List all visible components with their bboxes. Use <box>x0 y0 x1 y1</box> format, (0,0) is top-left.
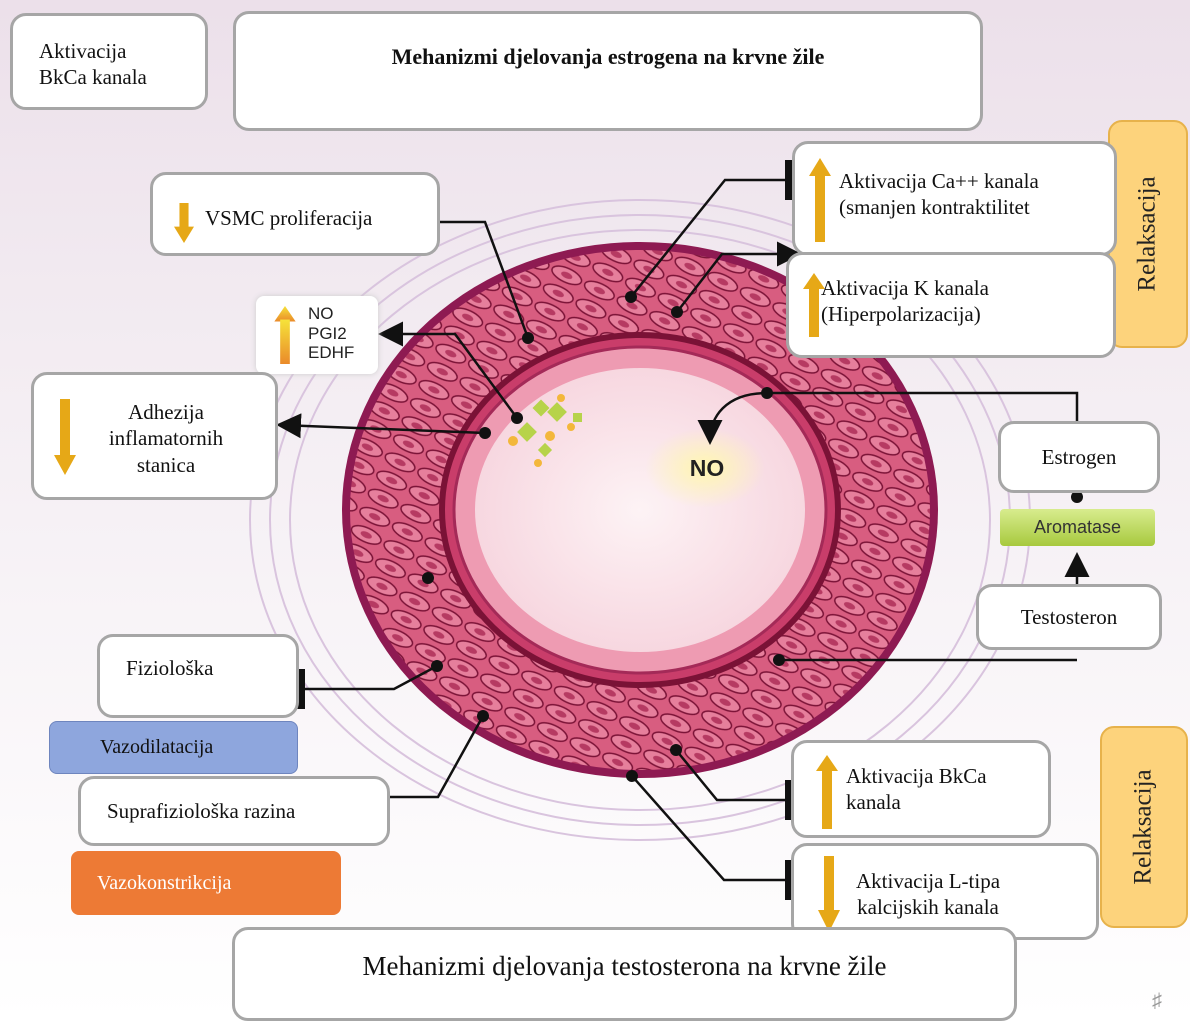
k-channels-line1: Aktivacija K kanala <box>821 276 989 300</box>
supraphysiological-box: Suprafiziološka razina <box>78 776 390 846</box>
vsmc-box: VSMC proliferacija <box>150 172 440 256</box>
up-arrow-icon <box>803 273 825 337</box>
bkca-line1: Aktivacija BkCa <box>846 764 987 788</box>
estrogen-box: Estrogen <box>998 421 1160 493</box>
relaxation-label-top: Relaksacija <box>1108 120 1188 348</box>
aromatase-label: Aromatase <box>1000 509 1155 546</box>
vasoactive-factors-box: NO PGI2 EDHF <box>256 296 378 374</box>
vasodilation-label: Vazodilatacija <box>49 721 298 774</box>
estrogen-title: Mehanizmi djelovanja estrogena na krvne … <box>233 11 983 131</box>
ca-channels-box: Aktivacija Ca++ kanala (smanjen kontrakt… <box>792 141 1117 256</box>
bkca-line2: kanala <box>846 790 901 815</box>
bkca-box: Aktivacija BkCa kanala <box>791 740 1051 838</box>
k-channels-box: Aktivacija K kanala (Hiperpolarizacija) <box>786 252 1116 358</box>
adhesion-box: Adhezija inflamatornih stanica <box>31 372 278 500</box>
down-arrow-icon <box>174 203 194 243</box>
ca-channels-line2: (smanjen kontraktilitet <box>839 195 1030 220</box>
up-arrow-icon <box>809 158 831 242</box>
factor-pgi2: PGI2 <box>308 323 347 343</box>
factor-edhf: EDHF <box>308 343 355 363</box>
relaxation-label-bottom: Relaksacija <box>1100 726 1188 928</box>
bkca-corner-label: Aktivacija BkCa kanala <box>39 39 147 90</box>
testosteron-box: Testosteron <box>976 584 1162 650</box>
ltype-line1: Aktivacija L-tipa <box>856 869 1001 893</box>
up-arrow-icon <box>274 306 296 364</box>
adhesion-label: Adhezija inflamatornih stanica <box>108 400 224 477</box>
k-channels-line2: (Hiperpolarizacija) <box>821 302 981 327</box>
up-arrow-icon <box>816 755 838 829</box>
factor-no: NO <box>308 304 334 323</box>
bkca-corner-box: Aktivacija BkCa kanala <box>10 13 208 110</box>
down-arrow-icon <box>54 399 76 475</box>
ca-channels-line1: Aktivacija Ca++ kanala <box>839 169 1039 193</box>
ltype-box: Aktivacija L-tipa kalcijskih kanala <box>791 843 1099 940</box>
vsmc-label: VSMC proliferacija <box>205 206 373 230</box>
ltype-line2: kalcijskih kanala <box>857 895 999 920</box>
logo-icon: ♯ <box>1152 990 1162 1012</box>
physiological-box: Fiziološka <box>97 634 299 718</box>
testosterone-title: Mehanizmi djelovanja testosterona na krv… <box>232 927 1017 1021</box>
down-arrow-icon <box>818 856 840 932</box>
vasoconstriction-label: Vazokonstrikcija <box>71 851 341 915</box>
no-center-label: NO <box>689 454 725 481</box>
